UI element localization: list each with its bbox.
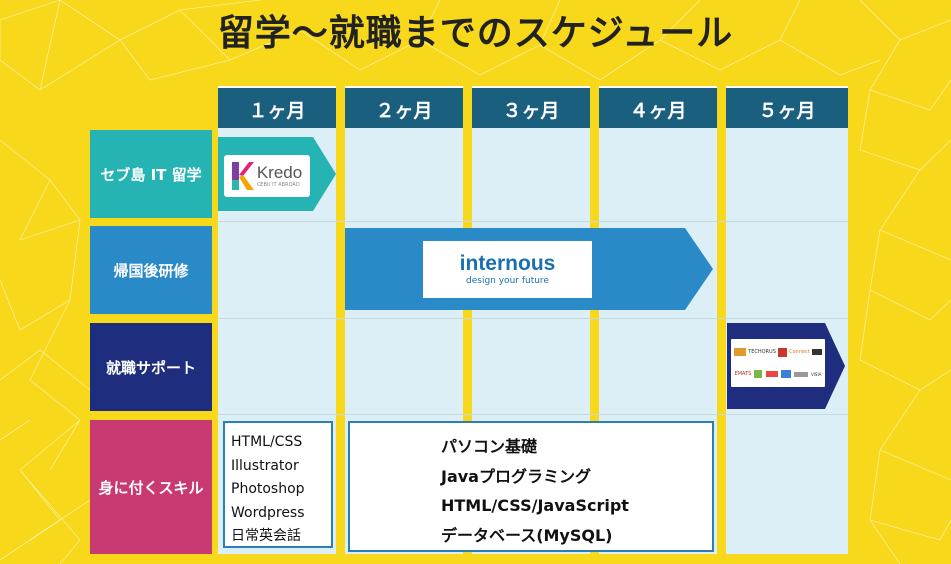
partner-logo-techorus: TECHORUS — [748, 349, 776, 356]
row-label-cebu-it-study: セブ島 IT 留学 — [90, 130, 212, 218]
row-label-job-support: 就職サポート — [90, 323, 212, 411]
row-divider — [218, 318, 848, 319]
partner-logo-icon — [780, 370, 791, 379]
skill-item: Illustrator — [231, 457, 299, 474]
skills-box-months-2-4: パソコン基礎 Javaプログラミング HTML/CSS/JavaScript デ… — [348, 421, 714, 552]
skill-item: パソコン基礎 — [441, 437, 538, 456]
partner-logo-icon — [793, 371, 808, 377]
month-header-2: ２ヶ月 — [345, 86, 463, 130]
skill-item: Javaプログラミング — [441, 466, 591, 486]
internous-logo: internous design your future — [423, 241, 592, 298]
kredo-k-mark-icon — [231, 162, 254, 190]
kredo-logo: Kredo CEBU IT ABROAD — [224, 155, 310, 197]
partner-logo-icon — [754, 370, 763, 379]
partner-logo-emats: EMATS — [734, 371, 752, 378]
row-label-post-return-training: 帰国後研修 — [90, 226, 212, 314]
kredo-name: Kredo — [256, 163, 303, 182]
skill-item: HTML/CSS/JavaScript — [441, 496, 629, 515]
month-header-4: ４ヶ月 — [599, 86, 717, 130]
skills-box-month-1: HTML/CSS Illustrator Photoshop Wordpress… — [223, 421, 333, 548]
partner-logo-icon — [765, 371, 778, 378]
month-header-5: ５ヶ月 — [726, 86, 848, 130]
skill-item: HTML/CSS — [231, 434, 303, 450]
partner-logo-visia: VISIA — [811, 371, 822, 377]
partner-companies-logos: TECHORUS Connect EMATS VISIA — [731, 339, 825, 387]
skill-item: データベース(MySQL) — [441, 525, 613, 545]
page-title: 留学〜就職までのスケジュール — [217, 13, 734, 54]
row-label-skills: 身に付くスキル — [90, 420, 212, 554]
partner-logo-connect: Connect — [789, 349, 810, 356]
row-divider — [218, 414, 848, 415]
skill-item: Photoshop — [231, 481, 305, 497]
skill-item: Wordpress — [231, 504, 305, 521]
row-divider — [218, 221, 848, 222]
month-header-1: １ヶ月 — [218, 86, 336, 130]
skill-item: 日常英会話 — [231, 528, 301, 544]
partner-logo-icon — [777, 347, 787, 357]
kredo-tagline: CEBU IT ABROAD — [256, 182, 300, 188]
internous-tagline: design your future — [466, 276, 549, 286]
partner-logo-icon — [811, 349, 822, 356]
partner-logo-icon — [734, 348, 747, 357]
internous-name: internous — [459, 252, 556, 275]
month-header-3: ３ヶ月 — [472, 86, 590, 130]
